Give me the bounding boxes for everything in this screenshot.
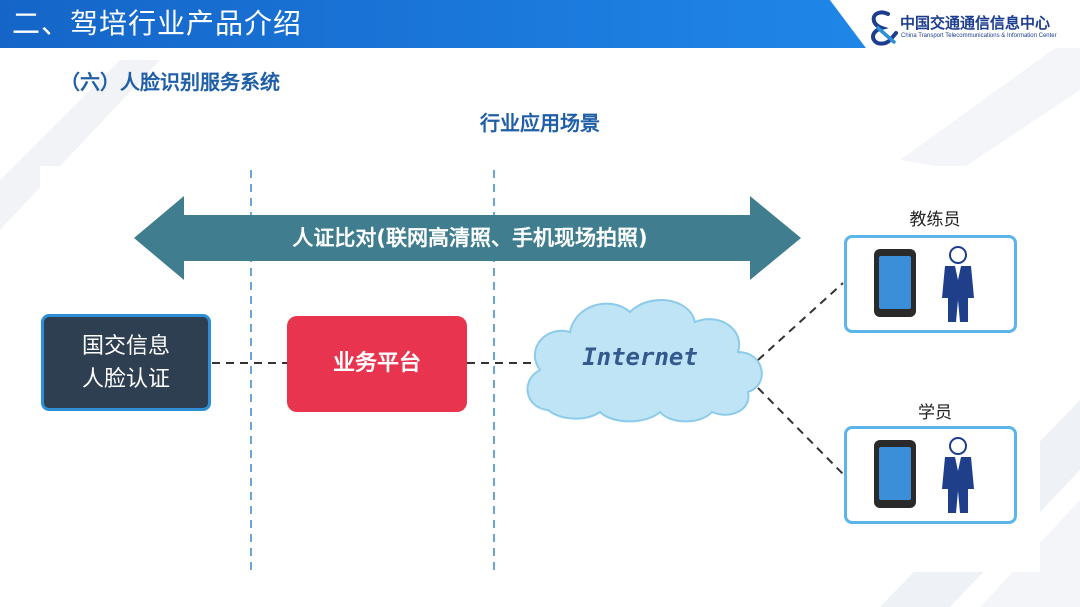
logo-name: 中国交通通信信息中心 [900, 14, 1051, 32]
logo-subtitle: China Transport Telecommunications & Inf… [901, 33, 1057, 39]
section-subtitle: （六）人脸识别服务系统 [60, 70, 280, 94]
link-cloud-coach [757, 282, 844, 361]
double-arrow-icon [134, 196, 801, 280]
org-logo: 中国交通通信信息中心 China Transport Telecommunica… [866, 8, 1076, 48]
page-title: 二、驾培行业产品介绍 [12, 7, 303, 40]
national-face-auth-box: 国交信息 人脸认证 [41, 314, 211, 411]
coach-box [844, 235, 1017, 333]
logo-ampersand-icon [871, 10, 898, 46]
cloud-label: Internet [582, 343, 698, 371]
cloud-icon [526, 298, 763, 423]
national-box-line1: 国交信息 [81, 333, 170, 359]
link-cloud-student [757, 387, 844, 475]
coach-label: 教练员 [909, 210, 961, 230]
scene-title: 行业应用场景 [480, 111, 600, 135]
business-platform-box: 业务平台 [287, 316, 467, 412]
student-label: 学员 [918, 403, 952, 423]
arrow-label: 人证比对(联网高清照、手机现场拍照) [292, 226, 648, 250]
national-box-line2: 人脸认证 [81, 366, 170, 392]
student-box [844, 426, 1017, 524]
